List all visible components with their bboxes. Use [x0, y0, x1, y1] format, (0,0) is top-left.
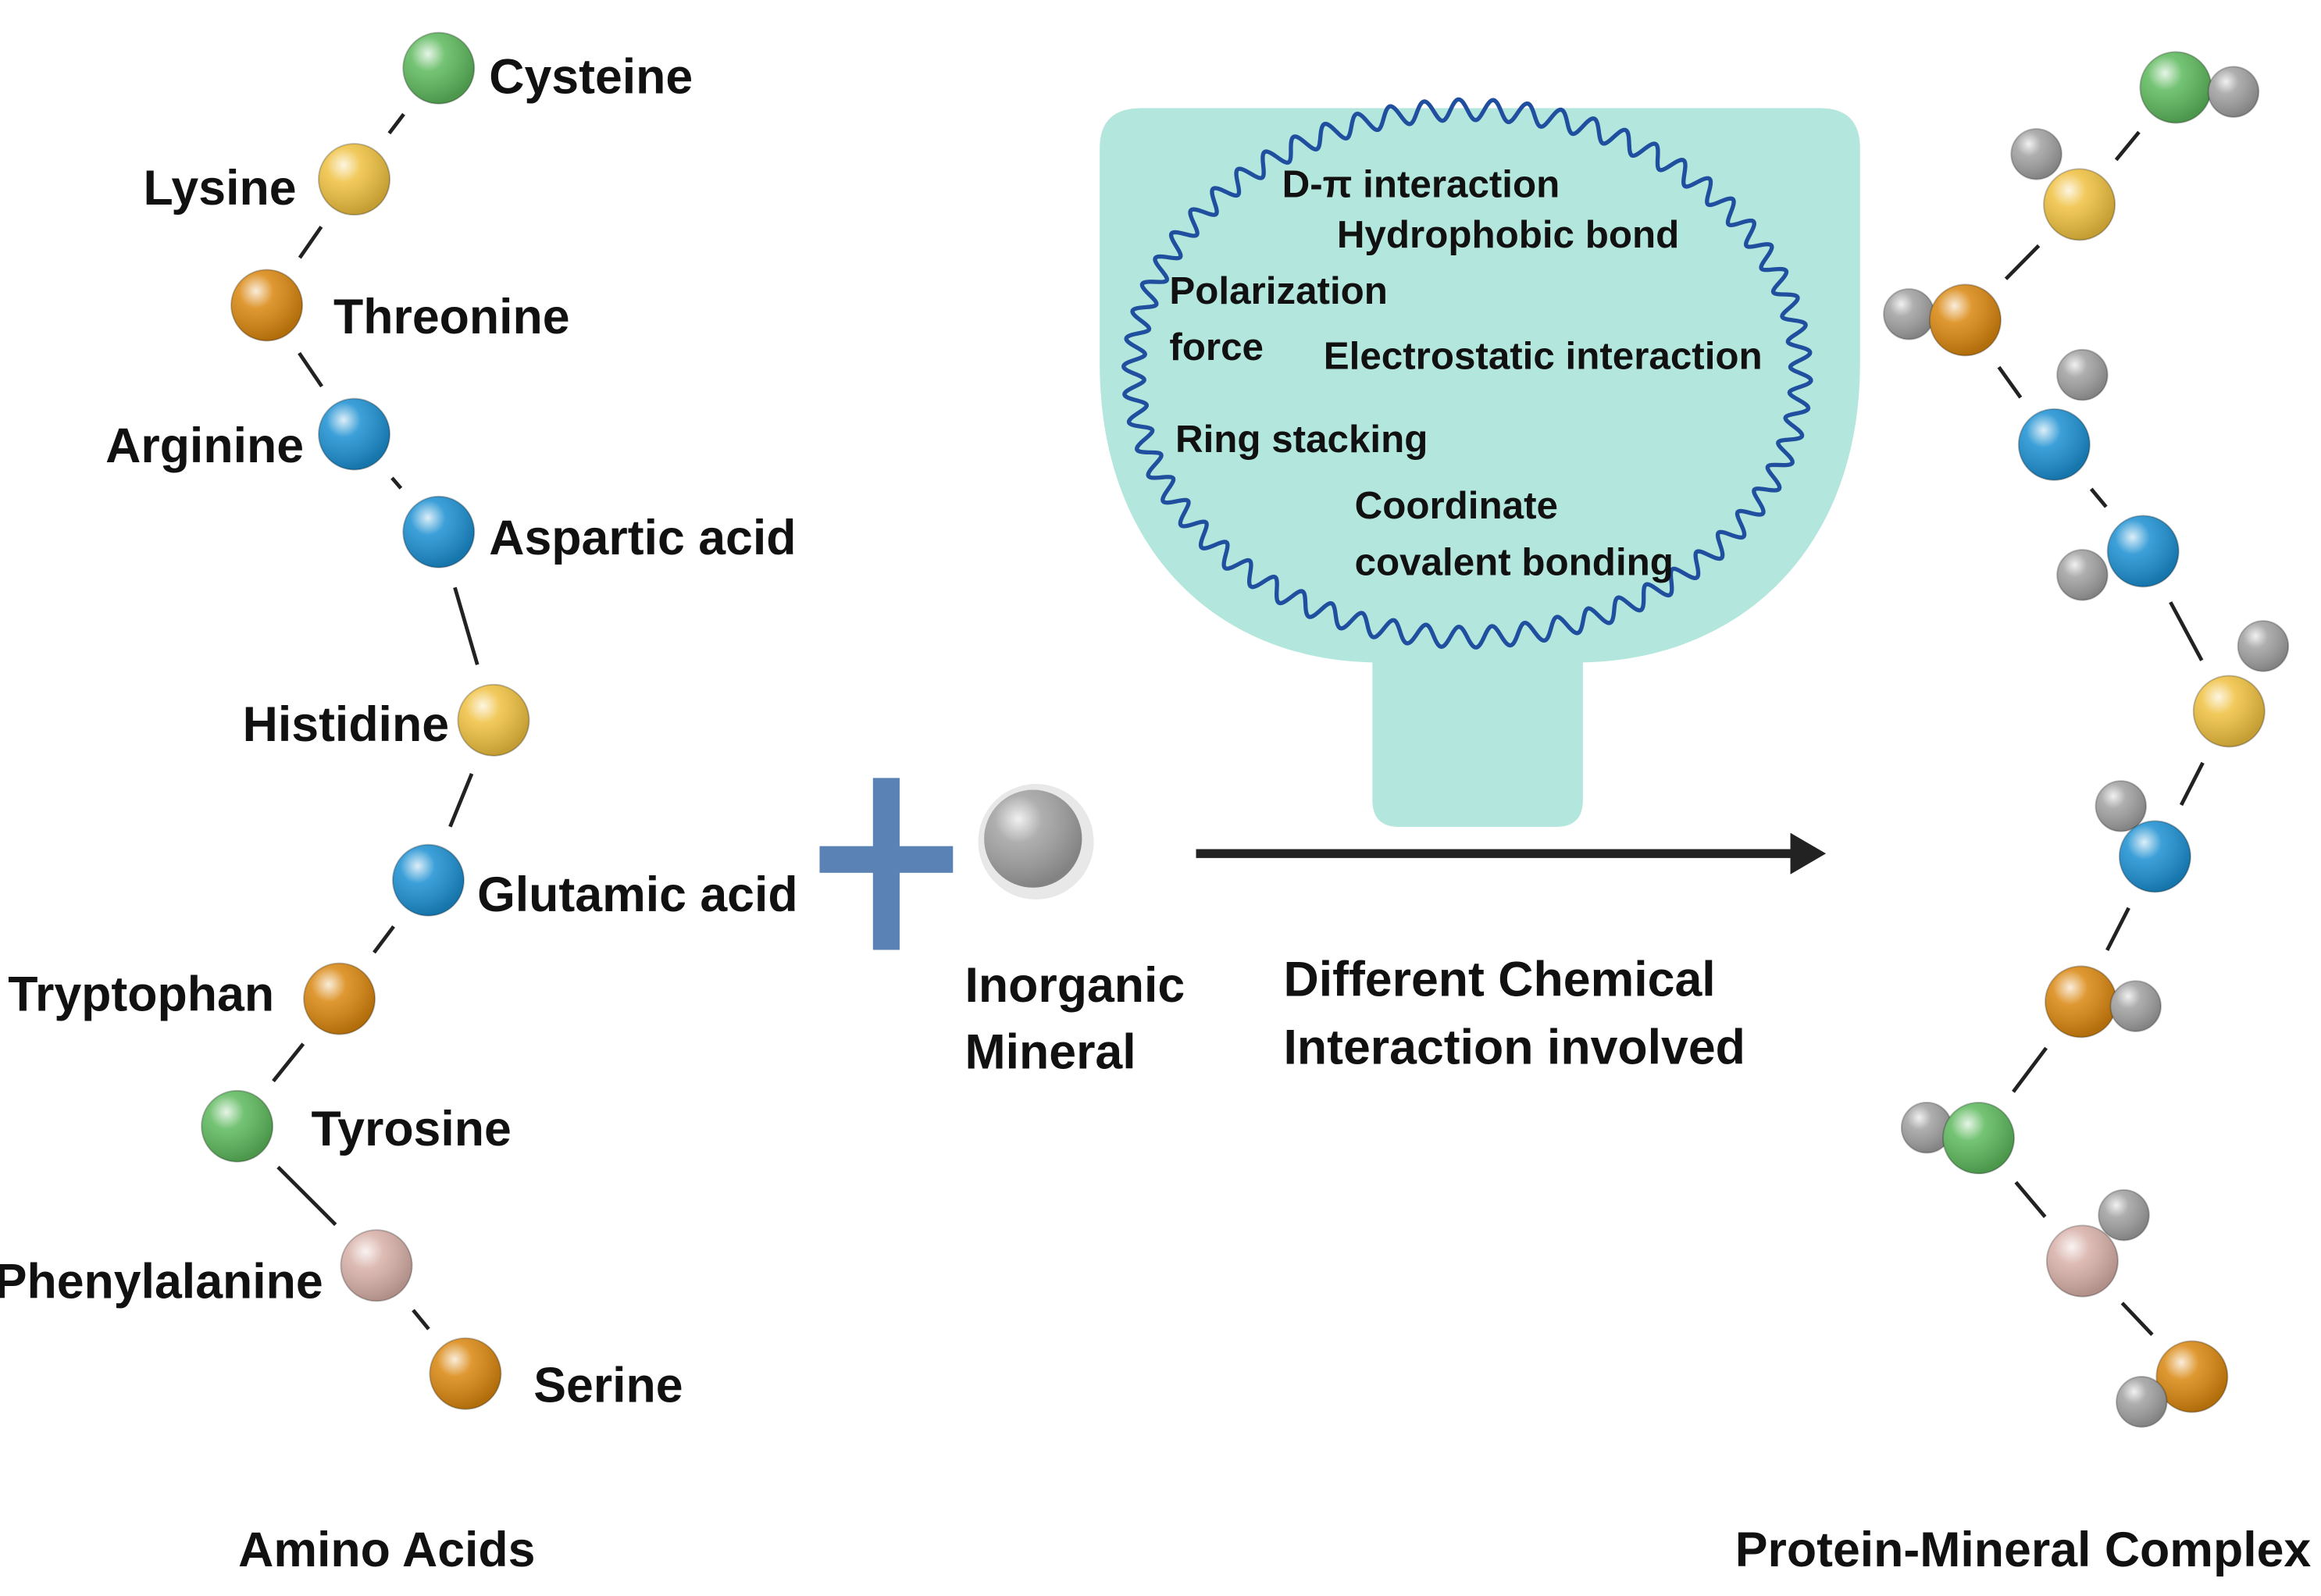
aa-label-tryptophan: Tryptophan [8, 967, 274, 1021]
complex-mineral [2207, 66, 2260, 118]
complex-bond [2105, 907, 2130, 952]
aa-label-lysine: Lysine [144, 161, 297, 216]
complex-mineral [2010, 128, 2063, 180]
complex-bead-phenylalanine [2045, 1224, 2119, 1298]
bead-lysine [318, 143, 391, 216]
complex-caption: Protein-Mineral Complex [1735, 1523, 2312, 1577]
amino-acid-bond [412, 1309, 430, 1331]
complex-bead-glutamic-acid [2118, 820, 2191, 893]
amino-acid-bond [390, 476, 403, 490]
complex-bead-cysteine [2139, 51, 2212, 124]
interaction-wavy-border [1121, 97, 1813, 650]
complex-bond [2014, 1181, 2047, 1218]
complex-bead-tryptophan [2045, 965, 2118, 1038]
amino-acid-bond [453, 586, 480, 665]
bead-phenylalanine [340, 1229, 413, 1302]
amino-acid-bond [298, 351, 323, 388]
aa-label-tyrosine: Tyrosine [312, 1102, 512, 1156]
arrow-label-line1: Different Chemical [1283, 952, 1715, 1006]
interaction-covalent: covalent bonding [1355, 540, 1674, 583]
complex-bonds [1997, 130, 2205, 1336]
complex-mineral [1900, 1102, 1953, 1154]
complex-mineral [2056, 348, 2109, 401]
aa-label-glutamic-acid: Glutamic acid [477, 867, 798, 922]
aa-label-cysteine: Cysteine [489, 50, 693, 105]
complex-mineral [2056, 549, 2109, 601]
amino-acid-bond [276, 1165, 337, 1227]
mineral-label-line2: Mineral [964, 1024, 1136, 1079]
complex-mineral [2109, 980, 2162, 1032]
bead-cysteine [402, 31, 476, 105]
amino-acid-bond [387, 112, 405, 135]
amino-acid-bond [298, 226, 323, 259]
bead-glutamic-acid [391, 843, 465, 917]
complex-bond [2114, 130, 2141, 162]
aa-label-serine: Serine [533, 1358, 683, 1413]
interaction-ring-stacking: Ring stacking [1175, 418, 1428, 461]
complex-bond [2012, 1046, 2048, 1093]
complex-bead-histidine [2192, 675, 2266, 748]
reaction-arrow [1196, 832, 1827, 875]
complex-bond [2089, 487, 2108, 508]
aa-label-aspartic-acid: Aspartic acid [489, 511, 796, 565]
complex-mineral [2116, 1376, 2168, 1428]
amino-acid-bond [448, 772, 474, 828]
complex-bead-lysine [2043, 168, 2116, 241]
complex-mineral [2237, 620, 2290, 672]
complex-bead-threonine [1928, 283, 2002, 357]
arrow-label-line2: Interaction involved [1283, 1021, 1745, 1075]
complex-bond [2004, 244, 2041, 280]
bead-threonine [230, 269, 304, 342]
bead-serine [429, 1337, 502, 1410]
complex-bead-serine [2155, 1340, 2229, 1413]
interaction-hydrophobic: Hydrophobic bond [1337, 213, 1679, 256]
plus-icon [819, 778, 954, 950]
complex-bond [2120, 1302, 2154, 1336]
aa-label-arginine: Arginine [105, 419, 304, 473]
bead-tyrosine [201, 1089, 274, 1163]
complex-bond [2179, 761, 2205, 807]
bead-tryptophan [303, 962, 376, 1035]
amino-acid-bonds [272, 112, 480, 1331]
complex-bead-tyrosine [1942, 1102, 2016, 1175]
complex-mineral [1883, 288, 1935, 340]
interaction-coordinate: Coordinate [1355, 484, 1558, 527]
interaction-electrostatic: Electrostatic interaction [1324, 335, 1763, 378]
mineral-label-line1: Inorganic [964, 958, 1185, 1013]
bead-histidine [457, 683, 530, 757]
complex-bond [2169, 601, 2204, 661]
complex-bead-aspartic-acid [2106, 515, 2180, 588]
complex-bead-arginine [2017, 408, 2091, 481]
amino-acids-caption: Amino Acids [238, 1523, 535, 1577]
aa-label-phenylalanine: Phenylalanine [0, 1254, 323, 1309]
bead-arginine [318, 397, 391, 471]
aa-label-threonine: Threonine [333, 290, 570, 344]
interaction-d-pi: D-π interaction [1282, 162, 1560, 205]
amino-acid-bond [373, 925, 395, 954]
interaction-polarization: Polarization [1169, 269, 1388, 312]
amino-acid-bond [272, 1042, 305, 1083]
complex-mineral [2098, 1188, 2150, 1242]
complex-beads [1883, 51, 2290, 1428]
complex-bond [1997, 365, 2023, 399]
interaction-panel [1100, 108, 1860, 827]
aa-label-histidine: Histidine [243, 697, 449, 752]
amino-acid-beads [201, 31, 530, 1410]
complex-mineral [2095, 780, 2147, 832]
mineral-sphere [978, 783, 1094, 900]
interaction-force: force [1169, 326, 1264, 369]
bead-aspartic-acid [402, 495, 476, 568]
